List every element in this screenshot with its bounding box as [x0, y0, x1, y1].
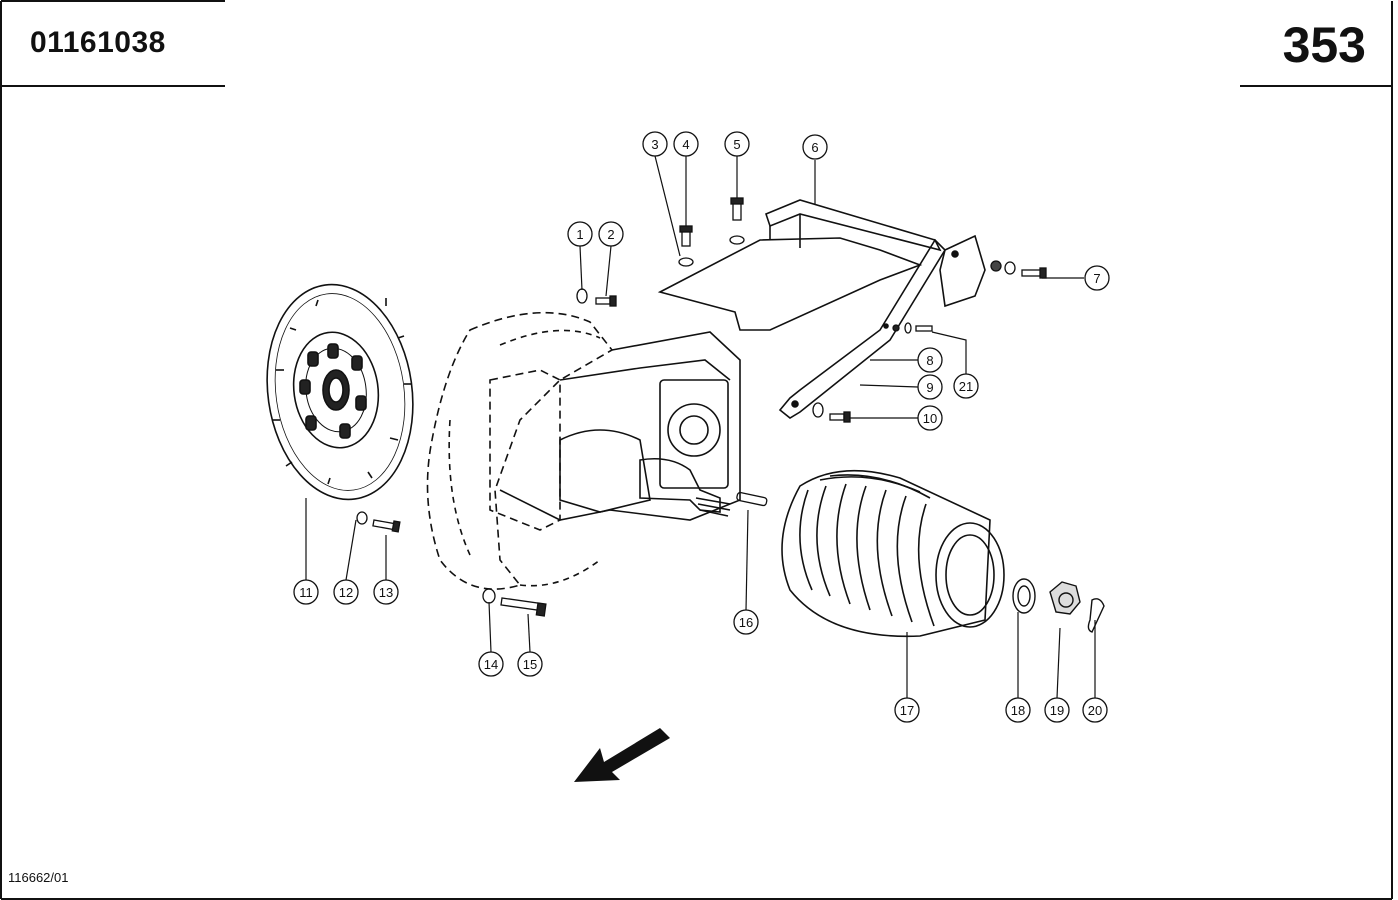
- clutch-disc: [266, 283, 414, 501]
- drawing-ref: 116662/01: [8, 870, 69, 885]
- pulley: [781, 469, 1005, 638]
- fastener-7-9-10-21: [812, 260, 1047, 423]
- callout-7: 7: [1084, 265, 1110, 291]
- callout-label: 9: [926, 380, 933, 395]
- fastener-1-2: [576, 288, 617, 307]
- fastener-3-4-5: [678, 197, 745, 267]
- callout-18: 18: [1005, 697, 1031, 723]
- callout-14: 14: [478, 651, 504, 677]
- gearbox-housing: [426, 311, 741, 590]
- callout-label: 18: [1011, 703, 1025, 718]
- callout-12: 12: [333, 579, 359, 605]
- callout-11: 11: [293, 579, 319, 605]
- callout-label: 2: [607, 227, 614, 242]
- callout-label: 12: [339, 585, 353, 600]
- callout-label: 13: [379, 585, 393, 600]
- callout-label: 8: [926, 353, 933, 368]
- callout-label: 14: [484, 657, 498, 672]
- callout-label: 5: [733, 137, 740, 152]
- callout-label: 21: [959, 379, 973, 394]
- callout-label: 10: [923, 411, 937, 426]
- direction-arrow: [574, 728, 670, 782]
- callout-5: 5: [724, 131, 750, 157]
- callout-4: 4: [673, 131, 699, 157]
- callout-16: 16: [733, 609, 759, 635]
- hardware-18-19-20: [1012, 578, 1105, 633]
- callout-13: 13: [373, 579, 399, 605]
- callout-label: 1: [576, 227, 583, 242]
- callout-label: 16: [739, 615, 753, 630]
- callout-label: 20: [1088, 703, 1102, 718]
- callout-17: 17: [894, 697, 920, 723]
- callout-3: 3: [642, 131, 668, 157]
- leader-lines: [305, 155, 1096, 699]
- callout-21: 21: [953, 373, 979, 399]
- callout-label: 6: [811, 140, 818, 155]
- callout-label: 17: [900, 703, 914, 718]
- callout-label: 15: [523, 657, 537, 672]
- callout-10: 10: [917, 405, 943, 431]
- callout-2: 2: [598, 221, 624, 247]
- callout-15: 15: [517, 651, 543, 677]
- callout-1: 1: [567, 221, 593, 247]
- key-16: [736, 491, 768, 507]
- callout-19: 19: [1044, 697, 1070, 723]
- fastener-12-13: [356, 511, 401, 533]
- callout-label: 7: [1093, 271, 1100, 286]
- callout-6: 6: [802, 134, 828, 160]
- callout-label: 19: [1050, 703, 1064, 718]
- callout-20: 20: [1082, 697, 1108, 723]
- callout-8: 8: [917, 347, 943, 373]
- callout-9: 9: [917, 374, 943, 400]
- fastener-14-15: [482, 588, 547, 617]
- bracket-assembly: [657, 199, 986, 419]
- part-number: 01161038: [30, 26, 166, 59]
- callout-label: 11: [299, 585, 313, 600]
- page-number: 353: [1282, 17, 1366, 73]
- callout-label: 3: [651, 137, 658, 152]
- callout-label: 4: [682, 137, 689, 152]
